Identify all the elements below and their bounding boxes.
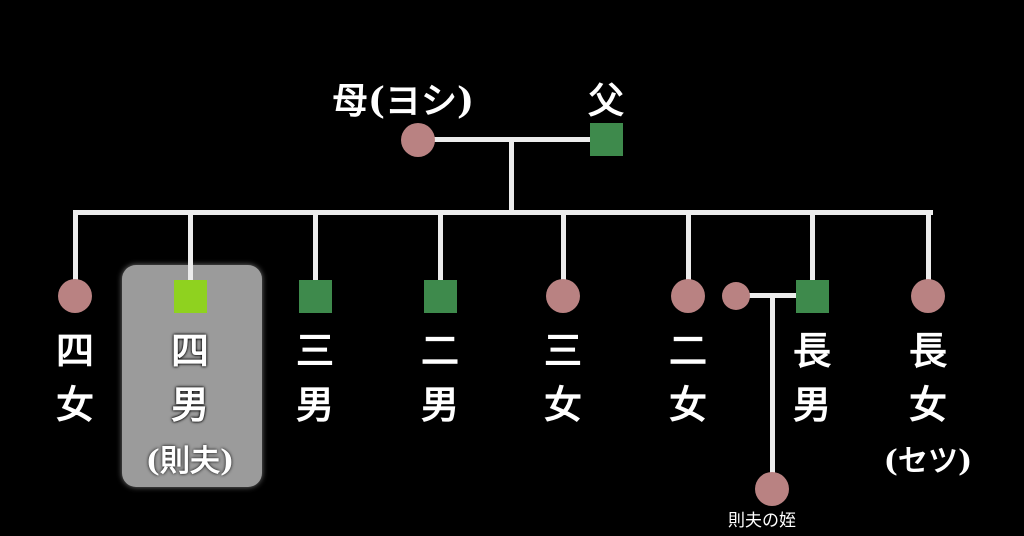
father-label: 父 — [588, 80, 625, 122]
female-node-sanjo — [546, 279, 580, 313]
mother-node — [401, 123, 435, 157]
child-label-char2-yonjo: 女 — [55, 382, 94, 427]
child-label-char1-jijo: 二 — [668, 328, 707, 373]
descent-line-chonan — [770, 295, 775, 475]
descent-line-chonan — [810, 212, 815, 282]
child-label-char2-chojo: 女 — [908, 382, 947, 427]
descent-line-jinan — [438, 212, 443, 282]
descent-line-sannan — [313, 212, 318, 282]
sibling-line — [73, 210, 933, 215]
child-label-char2-chonan: 男 — [792, 382, 831, 427]
child-label-char1-chonan: 長 — [792, 328, 831, 373]
child-label-char1-yonjo: 四 — [55, 328, 94, 373]
male-node-yonnan — [174, 280, 207, 313]
child-label-char1-sannan: 三 — [295, 328, 334, 373]
descent-line-parents — [509, 140, 514, 215]
child-sublabel-chojo: (セツ) — [883, 444, 973, 479]
father-node — [590, 123, 623, 156]
male-node-chonan — [796, 280, 829, 313]
child-label-char1-chojo: 長 — [908, 328, 947, 373]
child-label-char1-jinan: 二 — [420, 328, 459, 373]
descent-line-yonnan — [188, 212, 193, 282]
female-node-yonjo — [58, 279, 92, 313]
child-label-char2-sanjo: 女 — [543, 382, 582, 427]
female-node-chojo — [911, 279, 945, 313]
marriage-line-parents — [418, 137, 606, 142]
niece-node — [755, 472, 789, 506]
mother-label: 母(ヨシ) — [332, 80, 475, 122]
child-sublabel-yonnan: (則夫) — [145, 444, 235, 479]
child-label-char2-jijo: 女 — [668, 382, 707, 427]
descent-line-jijo — [686, 212, 691, 282]
child-label-char2-yonnan: 男 — [170, 382, 209, 427]
child-label-char1-yonnan: 四 — [170, 328, 209, 373]
descent-line-yonjo — [73, 212, 78, 282]
male-node-sannan — [299, 280, 332, 313]
chonan-spouse-node — [722, 282, 750, 310]
descent-line-sanjo — [561, 212, 566, 282]
descent-line-chojo — [926, 212, 931, 282]
female-node-jijo — [671, 279, 705, 313]
child-label-char1-sanjo: 三 — [543, 328, 582, 373]
child-label-char2-sannan: 男 — [295, 382, 334, 427]
child-label-char2-jinan: 男 — [420, 382, 459, 427]
male-node-jinan — [424, 280, 457, 313]
niece-label: 則夫の姪 — [728, 511, 796, 531]
